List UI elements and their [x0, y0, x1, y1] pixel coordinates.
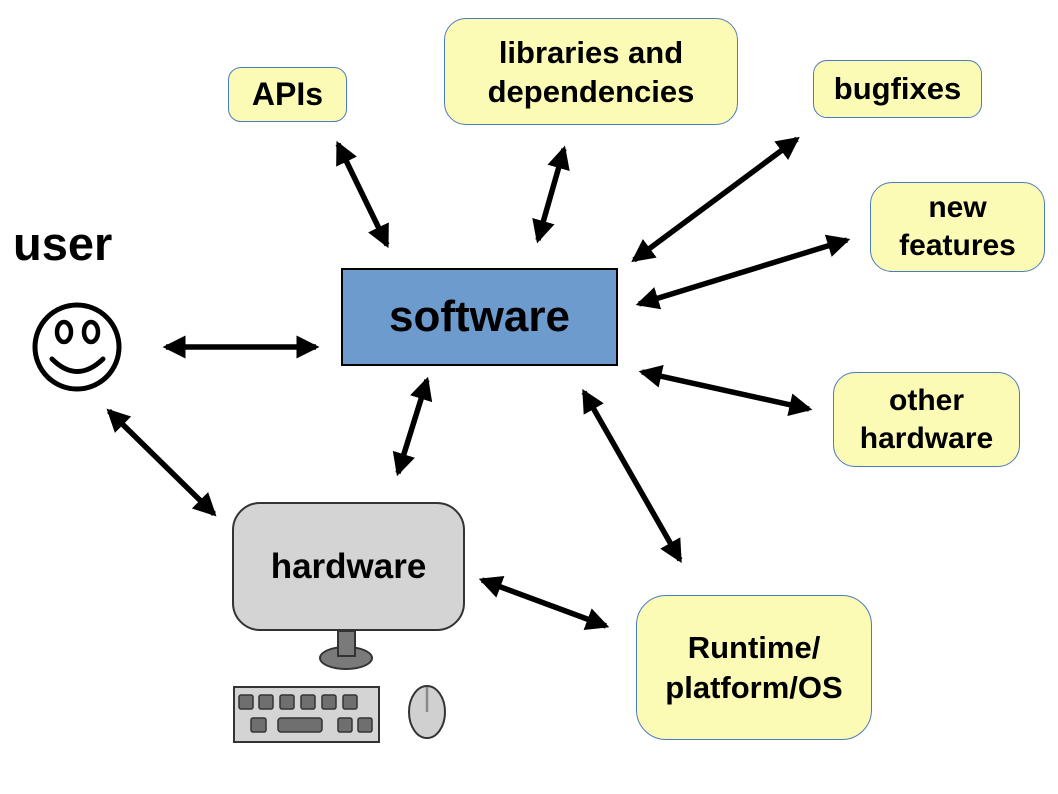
other-hardware-label-line1: other: [889, 383, 964, 417]
runtime-label-line1: Runtime/: [687, 629, 821, 665]
smiley-left-eye: [54, 319, 74, 345]
new-features-label-line1: new: [928, 191, 987, 224]
node-new-features: new features: [870, 182, 1045, 272]
node-other-hardware: other hardware: [833, 372, 1020, 467]
arrow-new_features-software: [635, 234, 851, 310]
smiley-right-eye: [81, 319, 101, 345]
node-hardware-monitor-icon: hardware: [232, 502, 465, 631]
arrow-software-runtime: [581, 388, 683, 564]
new-features-label-line2: features: [899, 229, 1016, 262]
node-runtime-platform-os: Runtime/ platform/OS: [636, 595, 872, 740]
monitor-stand-neck: [337, 630, 356, 657]
arrow-libraries-software: [532, 145, 570, 244]
arrow-bugfixes-software: [631, 136, 800, 263]
arrow-other_hardware-software: [638, 364, 813, 417]
node-libraries-and-dependencies: libraries and dependencies: [444, 18, 738, 125]
user-label: user: [13, 217, 113, 270]
keyboard-icon: [233, 686, 380, 743]
runtime-label-line2: platform/OS: [665, 669, 843, 705]
software-label: software: [389, 292, 570, 341]
libraries-label-line1: libraries and: [498, 34, 684, 70]
arrow-user-hardware: [106, 408, 217, 517]
hardware-label: hardware: [270, 546, 427, 586]
apis-label: APIs: [251, 76, 324, 112]
arrow-software-hardware: [392, 376, 433, 477]
node-software: software: [341, 268, 618, 366]
mouse-icon: [408, 685, 446, 739]
other-hardware-label-line2: hardware: [859, 421, 994, 455]
bugfixes-label: bugfixes: [833, 71, 962, 106]
user-smiley-icon: [32, 302, 122, 392]
node-bugfixes: bugfixes: [813, 60, 982, 118]
arrow-apis-software: [335, 140, 390, 249]
arrow-hardware-runtime: [478, 576, 610, 630]
libraries-label-line2: dependencies: [487, 73, 695, 109]
smiley-mouth: [49, 356, 106, 374]
node-apis: APIs: [228, 67, 347, 122]
